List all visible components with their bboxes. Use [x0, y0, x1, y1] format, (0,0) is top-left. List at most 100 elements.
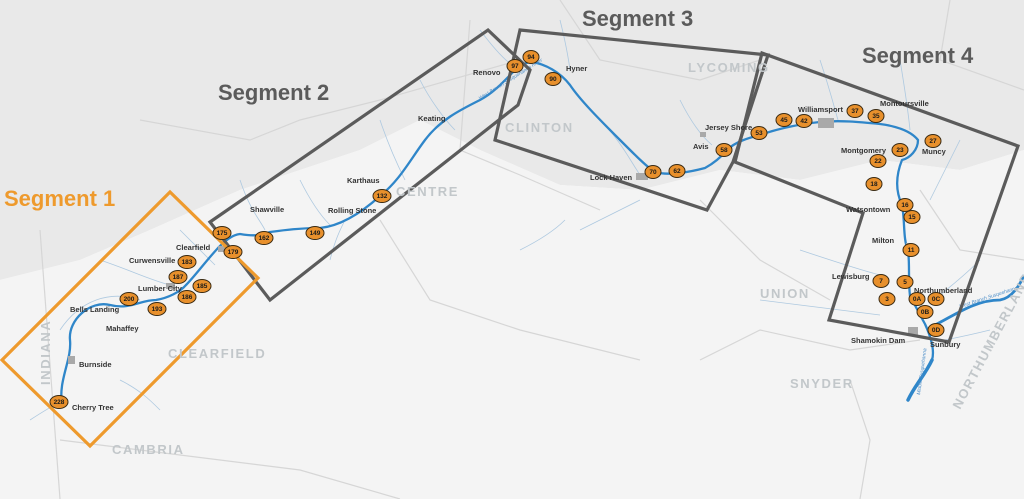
river-mile-marker: 35: [867, 109, 885, 123]
marker-badge: [212, 226, 232, 240]
segment-1-box: [0, 189, 261, 449]
town-label-keating: Keating: [418, 114, 446, 123]
marker-badge: [872, 274, 890, 288]
river-mile-marker: 27: [924, 134, 942, 148]
river-mile-marker: 183: [177, 255, 197, 269]
town-label-watsontown: Watsontown: [846, 205, 891, 214]
marker-label: 175: [217, 230, 228, 237]
marker-label: 27: [929, 138, 937, 145]
marker-badge: [878, 292, 896, 306]
town-label-sunbury: Sunbury: [930, 340, 961, 349]
river-mile-marker: 162: [254, 231, 274, 245]
land-upper-region: [0, 0, 1024, 280]
marker-label: 16: [901, 202, 909, 209]
town-label-lock-haven: Lock Haven: [590, 173, 633, 182]
marker-badge: [869, 154, 887, 168]
river-mile-marker: 187: [168, 270, 188, 284]
county-label-clinton: CLINTON: [505, 120, 574, 135]
marker-badge: [750, 126, 768, 140]
town-label-jersey-shore: Jersey Shore: [705, 123, 752, 132]
county-label-indiana: INDIANA: [38, 320, 53, 385]
marker-label: 5: [903, 279, 907, 286]
marker-badge: [715, 143, 733, 157]
marker-label: 200: [124, 296, 135, 303]
river-mile-marker: 0D: [927, 323, 945, 337]
marker-badge: [305, 226, 325, 240]
marker-label: 0B: [921, 309, 930, 316]
marker-badge: [49, 395, 69, 409]
town-label-montoursville: Montoursville: [880, 99, 929, 108]
town-dot-clearfield: [218, 246, 227, 252]
marker-label: 90: [549, 76, 557, 83]
marker-badge: [522, 50, 540, 64]
marker-badge: [668, 164, 686, 178]
river-mile-marker: 45: [775, 113, 793, 127]
segment-label-2: Segment 2: [218, 80, 329, 105]
segment-4-box: [733, 50, 1021, 344]
town-label-bells-landing: Bells Landing: [70, 305, 120, 314]
town-label-avis: Avis: [693, 142, 709, 151]
county-label-cambria: CAMBRIA: [112, 442, 185, 457]
town-label-clearfield: Clearfield: [176, 243, 211, 252]
town-label-montgomery: Montgomery: [841, 146, 887, 155]
town-dot-lumber-city: [166, 283, 175, 289]
marker-label: 22: [874, 158, 882, 165]
river-mile-marker: 62: [668, 164, 686, 178]
marker-label: 3: [885, 296, 889, 303]
marker-label: 53: [755, 130, 763, 137]
marker-label: 58: [720, 147, 728, 154]
marker-label: 97: [511, 63, 519, 70]
marker-label: 183: [182, 259, 193, 266]
marker-label: 187: [173, 274, 184, 281]
river-mile-marker: 228: [49, 395, 69, 409]
river-mile-marker: 23: [891, 143, 909, 157]
river-mile-marker: 3: [878, 292, 896, 306]
marker-badge: [896, 275, 914, 289]
marker-label: 37: [851, 108, 859, 115]
marker-label: 62: [673, 168, 681, 175]
susquehanna-main-stem: [906, 358, 934, 402]
marker-label: 228: [54, 399, 65, 406]
river-mile-marker: 16: [896, 198, 914, 212]
river-mile-marker: 22: [869, 154, 887, 168]
marker-label: 35: [872, 113, 880, 120]
town-dot-shamokin-dam: [908, 327, 918, 335]
marker-label: 45: [780, 117, 788, 124]
marker-badge: [506, 59, 524, 73]
town-label-curwensville: Curwensville: [129, 256, 175, 265]
town-label-renovo: Renovo: [473, 68, 501, 77]
town-label-mahaffey: Mahaffey: [106, 324, 139, 333]
river-mile-marker: 186: [177, 290, 197, 304]
marker-label: 193: [152, 306, 163, 313]
segment-label-1: Segment 1: [4, 186, 115, 211]
marker-badge: [795, 114, 813, 128]
river-mile-marker: 0B: [916, 305, 934, 319]
marker-badge: [254, 231, 274, 245]
county-label-clearfield: CLEARFIELD: [168, 346, 266, 361]
marker-badge: [372, 189, 392, 203]
river-mile-marker: 175: [212, 226, 232, 240]
marker-label: 70: [649, 169, 657, 176]
north-branch-susquehanna: [934, 274, 1024, 327]
segment-2-box: [207, 27, 532, 303]
marker-badge: [223, 245, 243, 259]
marker-badge: [896, 198, 914, 212]
marker-badge: [924, 134, 942, 148]
marker-badge: [177, 290, 197, 304]
marker-label: 0C: [932, 296, 941, 303]
segment-label-3: Segment 3: [582, 6, 693, 31]
river-mile-marker: 97: [506, 59, 524, 73]
river-mile-marker: 179: [223, 245, 243, 259]
town-label-lumber-city: Lumber City: [138, 284, 183, 293]
segment-label-4: Segment 4: [862, 43, 974, 68]
river-mile-marker: 149: [305, 226, 325, 240]
town-label-rolling-stone: Rolling Stone: [328, 206, 376, 215]
river-mile-marker: 58: [715, 143, 733, 157]
marker-badge: [908, 292, 926, 306]
marker-label: 179: [228, 249, 239, 256]
town-label-northumberland: Northumberland: [914, 286, 973, 295]
marker-badge: [644, 165, 662, 179]
county-label-centre: CENTRE: [396, 184, 459, 199]
marker-badge: [168, 270, 188, 284]
marker-label: 185: [197, 283, 208, 290]
